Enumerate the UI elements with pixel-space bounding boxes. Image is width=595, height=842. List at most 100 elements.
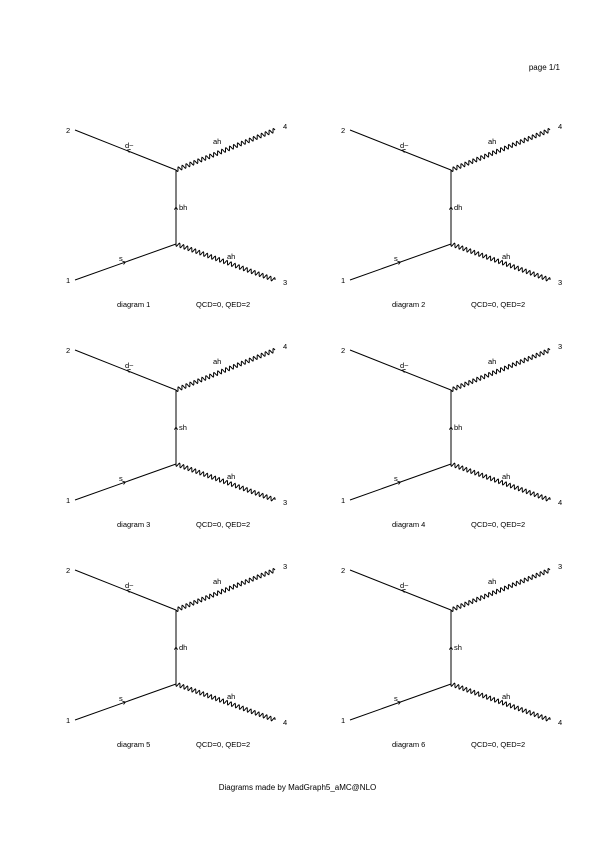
particle-label-top-fermion: d~ <box>125 361 134 370</box>
fermion-line-top <box>349 569 452 611</box>
particle-label-bottom-boson: ah <box>502 692 510 701</box>
diagram-title: diagram 6 <box>392 740 425 749</box>
particle-label-bottom-fermion: s <box>119 474 123 483</box>
external-label-bottom-right: 3 <box>283 278 287 287</box>
particle-label-bottom-fermion: s <box>394 474 398 483</box>
external-label-top-left: 2 <box>341 126 345 135</box>
external-label-bottom-left: 1 <box>66 496 70 505</box>
external-label-top-left: 2 <box>341 346 345 355</box>
boson-line-bottom <box>175 462 276 502</box>
arrow-icon <box>401 149 406 153</box>
coupling-orders-label: QCD=0, QED=2 <box>471 740 525 749</box>
boson-line-bottom <box>175 242 276 282</box>
particle-label-propagator: dh <box>179 643 187 652</box>
coupling-orders-label: QCD=0, QED=2 <box>471 520 525 529</box>
external-label-bottom-left: 1 <box>341 716 345 725</box>
coupling-orders-label: QCD=0, QED=2 <box>471 300 525 309</box>
fermion-line-top <box>74 129 177 171</box>
external-label-bottom-right: 4 <box>283 718 287 727</box>
external-label-top-right: 3 <box>558 562 562 571</box>
external-label-top-right: 4 <box>283 122 287 131</box>
diagram-title: diagram 3 <box>117 520 150 529</box>
particle-label-top-fermion: d~ <box>400 361 409 370</box>
boson-line-bottom <box>450 462 551 502</box>
boson-line-top <box>175 127 276 173</box>
fermion-line-top <box>74 349 177 391</box>
boson-line-top <box>175 347 276 393</box>
particle-label-top-boson: ah <box>213 137 221 146</box>
external-label-top-right: 3 <box>283 562 287 571</box>
arrow-icon <box>122 700 127 705</box>
arrow-icon <box>126 589 131 593</box>
particle-label-top-fermion: d~ <box>400 581 409 590</box>
particle-label-top-boson: ah <box>488 357 496 366</box>
diagram-title: diagram 4 <box>392 520 425 529</box>
particle-label-bottom-fermion: s <box>394 254 398 263</box>
external-label-top-left: 2 <box>66 346 70 355</box>
diagram-title: diagram 5 <box>117 740 150 749</box>
particle-label-top-boson: ah <box>213 357 221 366</box>
particle-label-top-fermion: d~ <box>125 581 134 590</box>
particle-label-bottom-fermion: s <box>119 694 123 703</box>
fermion-line-top <box>74 569 177 611</box>
arrow-icon <box>397 260 402 265</box>
particle-label-top-fermion: d~ <box>125 141 134 150</box>
particle-label-bottom-boson: ah <box>502 252 510 261</box>
fermion-line-top <box>349 349 452 391</box>
particle-label-bottom-boson: ah <box>227 252 235 261</box>
external-label-bottom-right: 4 <box>558 498 562 507</box>
external-label-top-right: 3 <box>558 342 562 351</box>
fermion-line-top <box>349 129 452 171</box>
particle-label-top-boson: ah <box>213 577 221 586</box>
particle-label-propagator: bh <box>179 203 187 212</box>
external-label-bottom-right: 3 <box>558 278 562 287</box>
particle-label-bottom-fermion: s <box>119 254 123 263</box>
page-number-label: page 1/1 <box>528 63 560 72</box>
coupling-orders-label: QCD=0, QED=2 <box>196 300 250 309</box>
external-label-bottom-left: 1 <box>66 716 70 725</box>
arrow-icon <box>448 426 454 430</box>
arrow-icon <box>173 646 179 650</box>
external-label-bottom-right: 4 <box>558 718 562 727</box>
feynman-diagram-3: 2 4 1 3 d~ ah sh s ah diagram 3 QCD=0, QED=2 <box>66 342 287 529</box>
boson-line-top <box>450 567 551 613</box>
boson-line-bottom <box>450 242 551 282</box>
external-label-top-right: 4 <box>283 342 287 351</box>
external-label-top-left: 2 <box>66 126 70 135</box>
external-label-bottom-left: 1 <box>341 276 345 285</box>
arrow-icon <box>122 480 127 485</box>
external-label-top-left: 2 <box>66 566 70 575</box>
footer-credit: Diagrams made by MadGraph5_aMC@NLO <box>218 783 377 792</box>
particle-label-propagator: sh <box>454 643 462 652</box>
particle-label-top-boson: ah <box>488 577 496 586</box>
arrow-icon <box>397 700 402 705</box>
external-label-bottom-left: 1 <box>66 276 70 285</box>
boson-line-top <box>450 127 551 173</box>
arrow-icon <box>448 206 454 210</box>
arrow-icon <box>401 589 406 593</box>
external-label-bottom-right: 3 <box>283 498 287 507</box>
arrow-icon <box>173 206 179 210</box>
particle-label-top-boson: ah <box>488 137 496 146</box>
particle-label-bottom-boson: ah <box>227 472 235 481</box>
diagram-title: diagram 2 <box>392 300 425 309</box>
boson-line-bottom <box>450 682 551 722</box>
boson-line-top <box>175 567 276 613</box>
arrow-icon <box>126 369 131 373</box>
particle-label-propagator: dh <box>454 203 462 212</box>
particle-label-bottom-boson: ah <box>502 472 510 481</box>
external-label-bottom-left: 1 <box>341 496 345 505</box>
arrow-icon <box>173 426 179 430</box>
arrow-icon <box>448 646 454 650</box>
particle-label-propagator: sh <box>179 423 187 432</box>
particle-label-bottom-fermion: s <box>394 694 398 703</box>
external-label-top-right: 4 <box>558 122 562 131</box>
coupling-orders-label: QCD=0, QED=2 <box>196 520 250 529</box>
coupling-orders-label: QCD=0, QED=2 <box>196 740 250 749</box>
arrow-icon <box>401 369 406 373</box>
arrow-icon <box>122 260 127 265</box>
